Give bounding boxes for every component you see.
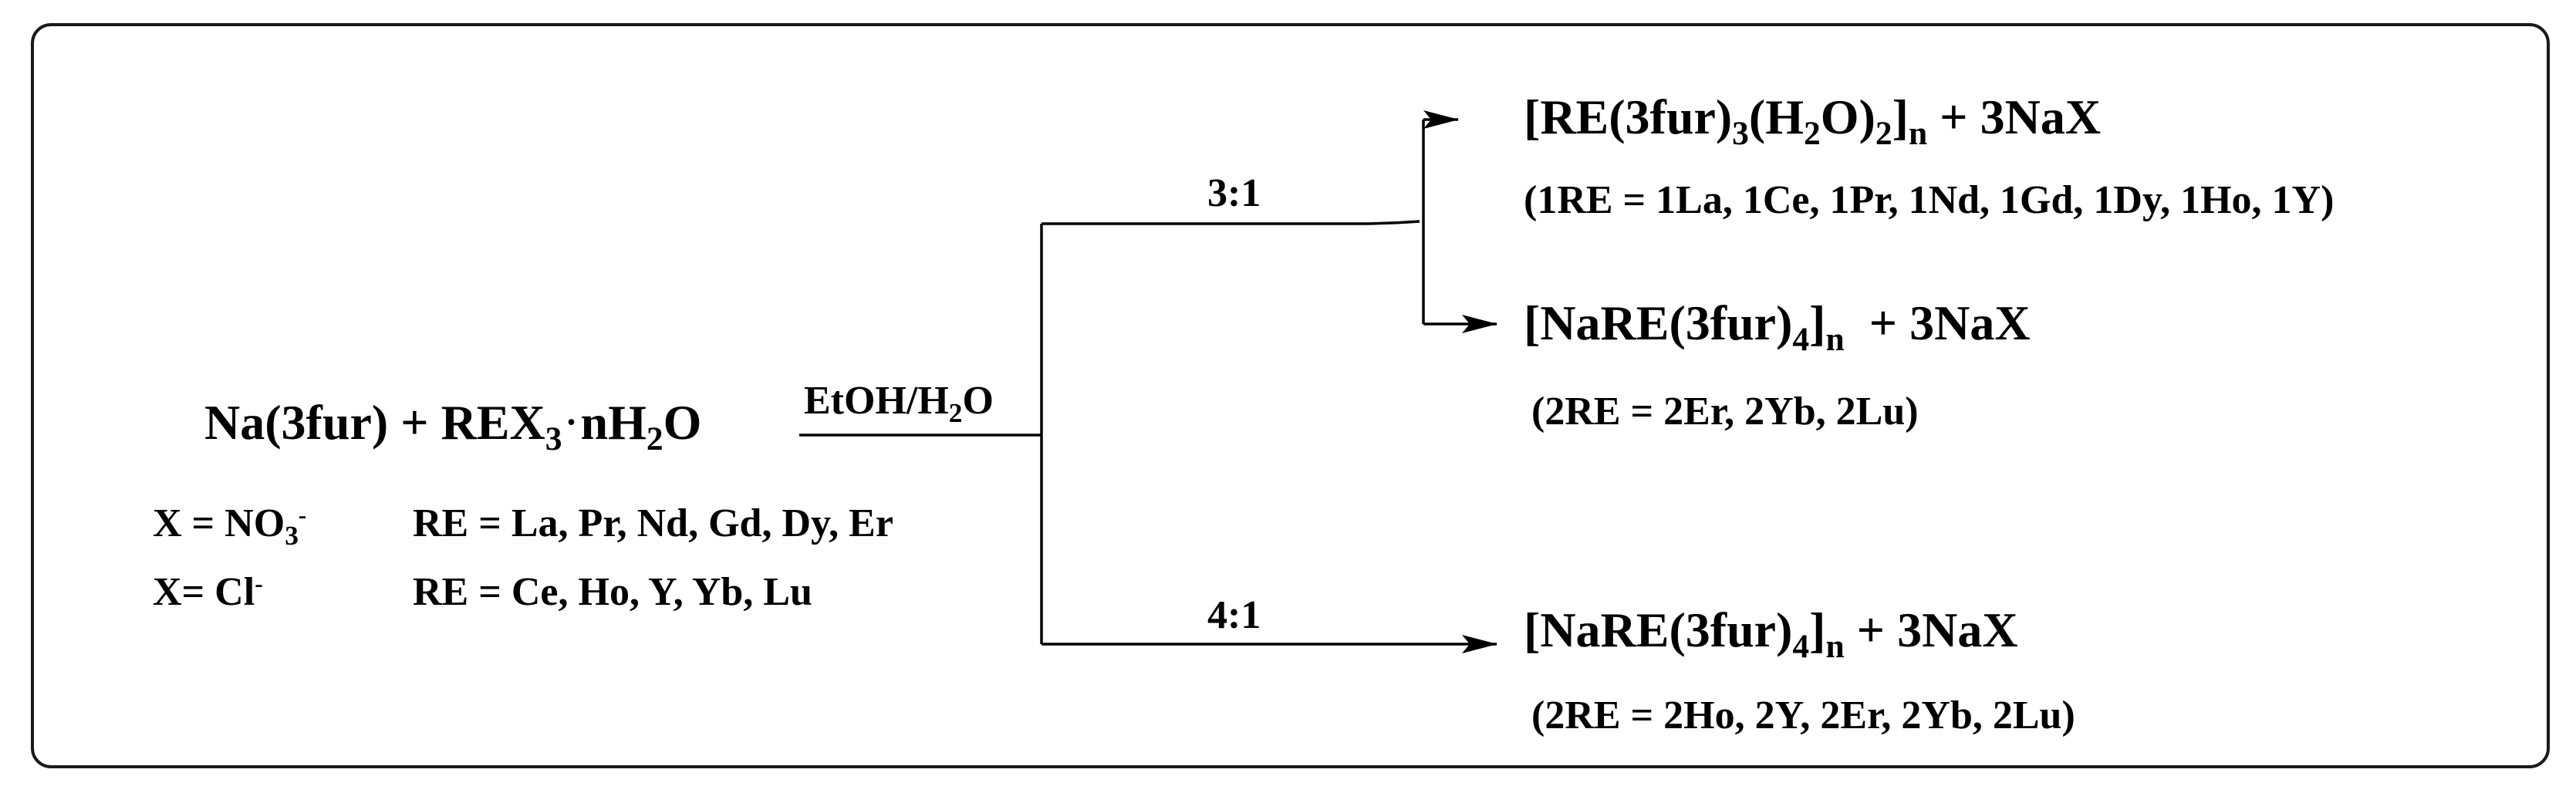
hydrate-water: nH2O (580, 395, 702, 457)
anion-chloride-label: X= Cl- (153, 569, 263, 614)
reactants-equation: Na(3fur) + REX3·nH2O (204, 395, 702, 457)
plus-sign: + (400, 395, 429, 450)
scheme-frame (31, 23, 2550, 768)
product-2-formula: [NaRE(3fur)4]n + 3NaX (1524, 295, 2031, 358)
product-1-note: (1RE = 1La, 1Ce, 1Pr, 1Nd, 1Gd, 1Dy, 1Ho… (1524, 178, 2335, 222)
reactant-rare-earth-salt: REX3 (441, 395, 562, 457)
anion-nitrate-label: X = NO3- (153, 501, 307, 552)
branch-3-1-line (1042, 220, 1420, 225)
hydrate-dot: · (565, 402, 578, 444)
solvent-condition: EtOH/H2O (804, 379, 994, 429)
product-2-note: (2RE = 2Er, 2Yb, 2Lu) (1531, 390, 1919, 434)
nitrate-re-list: RE = La, Pr, Nd, Gd, Dy, Er (413, 501, 893, 545)
chloride-re-list: RE = Ce, Ho, Y, Yb, Lu (413, 570, 812, 614)
ratio-3-1-label: 3:1 (1207, 171, 1261, 215)
reactant-sodium-furoate: Na(3fur) (204, 395, 389, 450)
ratio-4-1-label: 4:1 (1207, 593, 1261, 637)
product-3-formula: [NaRE(3fur)4]n + 3NaX (1524, 602, 2018, 665)
product-1-formula: [RE(3fur)3(H2O)2]n + 3NaX (1524, 89, 2102, 152)
product-3-note: (2RE = 2Ho, 2Y, 2Er, 2Yb, 2Lu) (1531, 693, 2075, 737)
